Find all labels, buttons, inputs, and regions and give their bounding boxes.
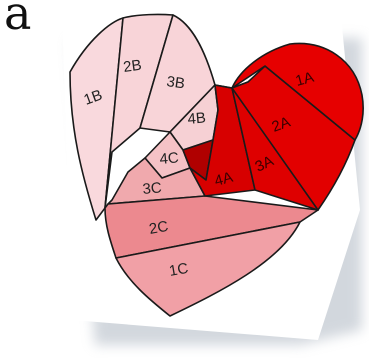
label-4B: 4B — [187, 109, 207, 128]
label-4C: 4C — [159, 149, 180, 168]
label-1C: 1C — [168, 260, 190, 280]
label-2C: 2C — [148, 218, 170, 238]
label-2B: 2B — [122, 57, 143, 76]
label-3B: 3B — [165, 73, 186, 92]
label-3C: 3C — [142, 179, 163, 198]
